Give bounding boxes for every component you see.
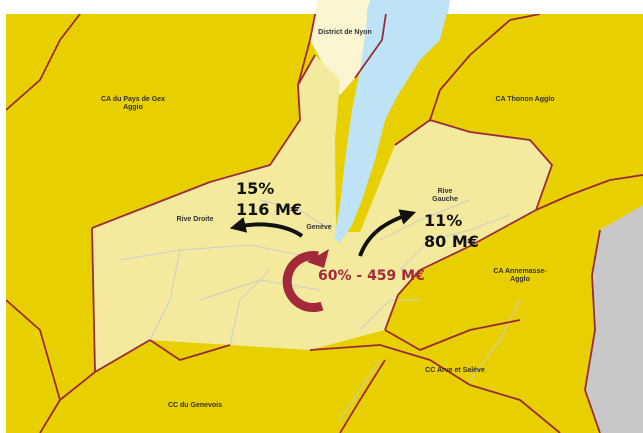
label-rive-gauche: Rive Gauche xyxy=(432,188,458,203)
label-district-nyon: District de Nyon xyxy=(318,29,372,36)
gray-region xyxy=(585,205,643,433)
stat-rive-gauche-amount: 80 M€ xyxy=(424,232,479,251)
nyon-top-edge xyxy=(314,0,370,14)
arrow-to-rive-gauche xyxy=(358,209,417,257)
circular-arrow-head xyxy=(307,249,329,268)
left-margin xyxy=(0,0,6,433)
stat-rive-droite-percent: 15% xyxy=(236,179,275,198)
lake-top-edge xyxy=(366,0,450,14)
label-geneve: Genève xyxy=(306,224,332,231)
stat-rive-gauche-percent: 11% xyxy=(424,211,463,230)
stat-geneve: 60% - 459 M€ xyxy=(318,268,425,284)
label-genevois: CC du Genevois xyxy=(167,402,223,409)
grand-geneve-region xyxy=(92,55,552,372)
circular-arrow xyxy=(282,251,324,313)
admin-borders xyxy=(5,0,643,433)
label-pays-de-gex: CA du Pays de Gex Aggio xyxy=(101,96,165,111)
stat-rive-droite-amount: 116 M€ xyxy=(236,200,303,219)
commune-boundaries xyxy=(119,199,521,421)
label-thonon: CA Thonon Agglo xyxy=(495,96,555,103)
arrow-to-rive-droite xyxy=(229,217,304,238)
label-annemasse: CA Annemasse- Agglo xyxy=(493,268,547,283)
label-arve-saleve: CC Arve et Salève xyxy=(425,367,485,374)
lake-geneva xyxy=(334,0,450,243)
label-rive-droite: Rive Droite xyxy=(176,216,214,223)
